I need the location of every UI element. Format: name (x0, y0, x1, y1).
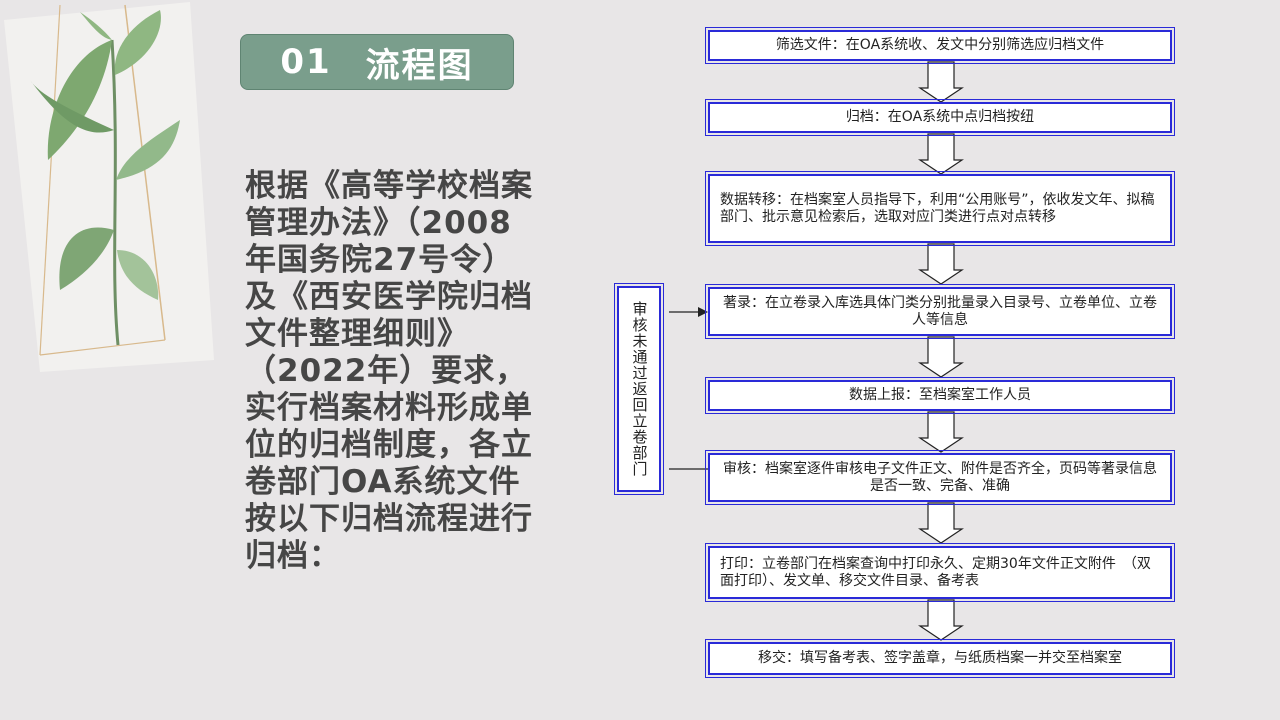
down-arrow (918, 336, 964, 378)
flow-step-1: 筛选文件：在OA系统收、发文中分别筛选应归档文件 (705, 27, 1175, 64)
flow-step-8: 移交：填写备考表、签字盖章，与纸质档案一并交至档案室 (705, 639, 1175, 678)
feedback-box: 审核未通过返回立卷部门 (614, 283, 664, 495)
down-arrow (918, 243, 964, 285)
flow-step-7: 打印：立卷部门在档案查询中打印永久、定期30年文件正文附件 （双面打印）、发文单… (705, 543, 1175, 602)
section-title-text: 流程图 (365, 45, 474, 86)
down-arrow (918, 61, 964, 103)
down-arrow (918, 502, 964, 544)
body-paragraph: 根据《高等学校档案管理办法》（2008年国务院27号令）及《西安医学院归档文件整… (245, 168, 533, 574)
down-arrow (918, 133, 964, 175)
flow-step-6: 审核：档案室逐件审核电子文件正文、附件是否齐全，页码等著录信息是否一致、完备、准… (705, 450, 1175, 505)
plant-decoration (0, 0, 230, 380)
down-arrow (918, 411, 964, 453)
flow-step-4: 著录：在立卷录入库选具体门类分别批量录入目录号、立卷单位、立卷人等信息 (705, 284, 1175, 339)
flow-step-5: 数据上报：至档案室工作人员 (705, 377, 1175, 414)
flow-step-2: 归档：在OA系统中点归档按纽 (705, 99, 1175, 136)
section-number: 01 (280, 42, 332, 82)
flow-step-3: 数据转移：在档案室人员指导下，利用“公用账号”，依收发文年、拟稿部门、批示意见检… (705, 171, 1175, 246)
feedback-arrowhead (698, 307, 708, 317)
down-arrow (918, 599, 964, 641)
section-title: 01 流程图 (240, 34, 514, 90)
